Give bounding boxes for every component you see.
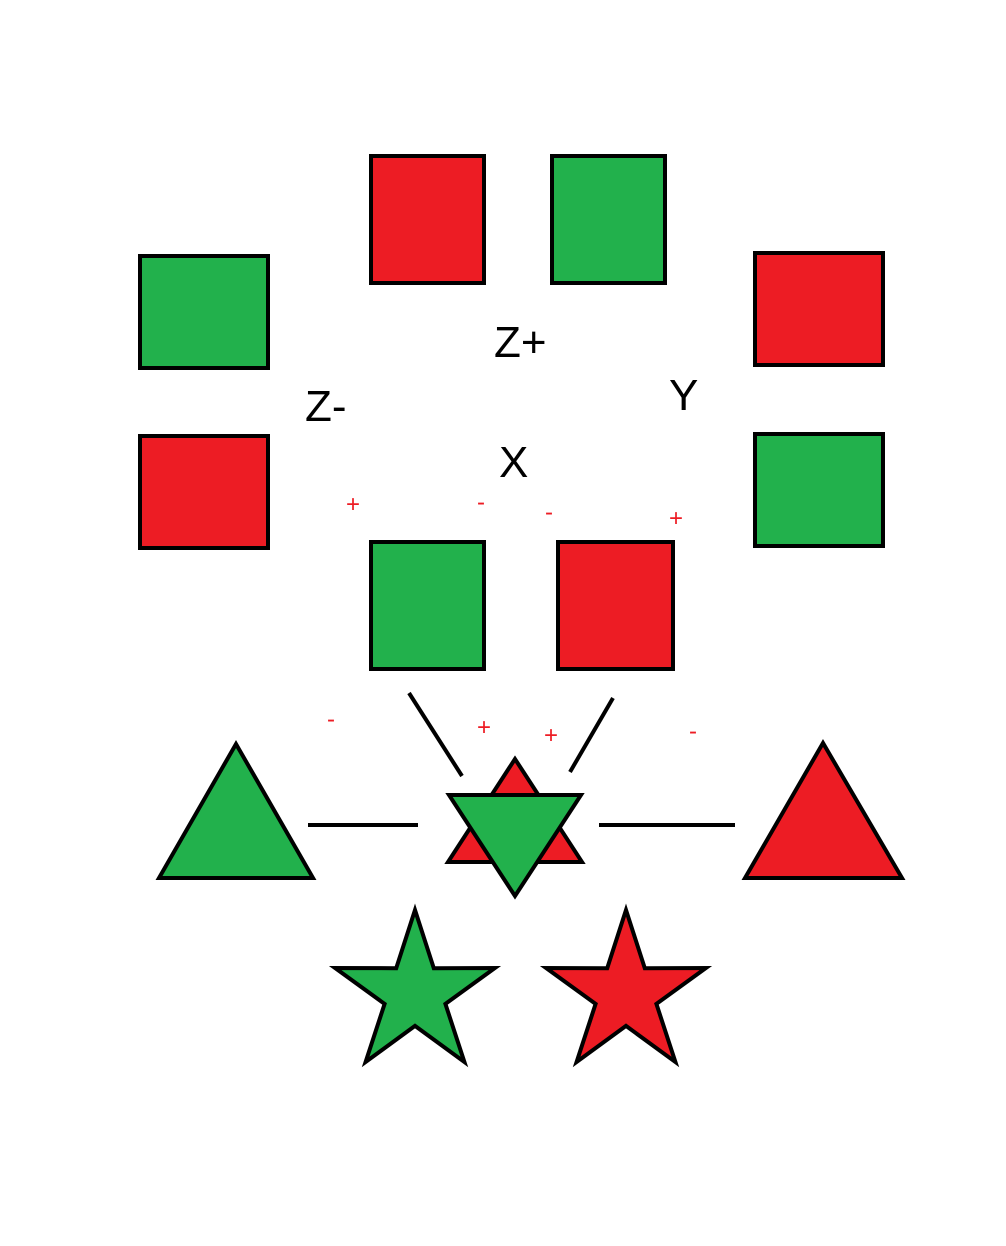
square-left-upper [138,254,270,370]
square-right-lower [753,432,885,548]
sign-upper-3: - [545,499,553,526]
sign-lower-1: - [327,706,335,733]
triangle-right [741,739,906,880]
sign-upper-2: - [477,489,485,516]
sign-upper-1: + [346,491,360,518]
axis-label-z-minus: Z- [305,382,347,431]
square-right-upper [753,251,885,367]
star-right [539,903,713,1068]
connector-left-diagonal [407,691,464,778]
square-left-lower [138,434,270,550]
star-left [328,903,502,1068]
triangle-center-down [445,793,585,900]
sign-lower-3: + [544,722,558,749]
axis-label-y: Y [669,371,698,420]
triangle-left [155,739,317,880]
square-bottom-left [369,540,486,671]
square-top-right [550,154,667,285]
square-top-left [369,154,486,285]
axis-label-x: X [499,438,528,487]
connector-right-diagonal [568,696,615,774]
sign-lower-4: - [689,718,697,745]
sign-upper-4: + [669,505,683,532]
sign-lower-2: + [477,714,491,741]
axis-label-z-plus: Z+ [494,318,547,367]
square-bottom-right [556,540,675,671]
